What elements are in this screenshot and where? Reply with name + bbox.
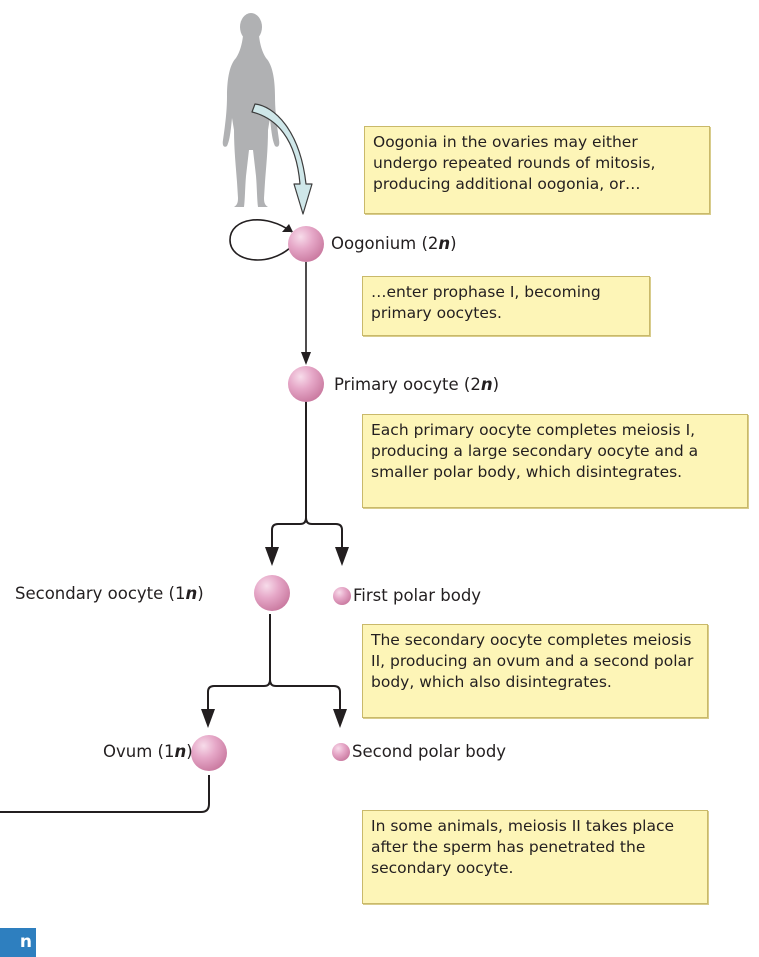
arrowhead-to-primary [301,352,311,365]
second-polar-body-label: Second polar body [352,742,507,761]
primary-oocyte-label: Primary oocyte (2n) [334,375,500,394]
primary-oocyte-cell [288,366,324,402]
arrowhead-to-ovum [201,709,215,728]
note-sperm: In some animals, meiosis II takes place … [362,810,708,904]
note-mitosis: Oogonia in the ovaries may either underg… [364,126,710,214]
mitosis-loop-arrowhead [282,224,293,232]
mitosis-loop-arrow [229,219,293,261]
corner-badge: n [0,928,36,957]
second-polar-body-cell [332,743,350,761]
note-meiosis-one: Each primary oocyte completes meiosis I,… [362,414,748,508]
first-polar-body-cell [333,587,351,605]
note-prophase: …enter prophase I, becoming primary oocy… [362,276,650,336]
secondary-oocyte-cell [254,575,290,611]
curved-arrow-icon [251,103,313,215]
ovum-label: Ovum (1n) [103,742,193,761]
arrowhead-to-second-polar [333,709,347,728]
oogonium-cell [288,226,324,262]
female-silhouette-icon [222,13,280,207]
arrowhead-to-first-polar [335,547,349,566]
ovum-outgoing-line [0,775,210,813]
meiosis-two-fork [207,614,341,710]
ovum-cell [191,735,227,771]
first-polar-body-label: First polar body [353,586,482,605]
oogonium-label: Oogonium (2n) [331,234,457,253]
meiosis-one-fork [271,400,343,548]
note-meiosis-two: The secondary oocyte completes meiosis I… [362,624,708,718]
secondary-oocyte-label: Secondary oocyte (1n) [15,584,204,603]
arrowhead-to-secondary [265,547,279,566]
